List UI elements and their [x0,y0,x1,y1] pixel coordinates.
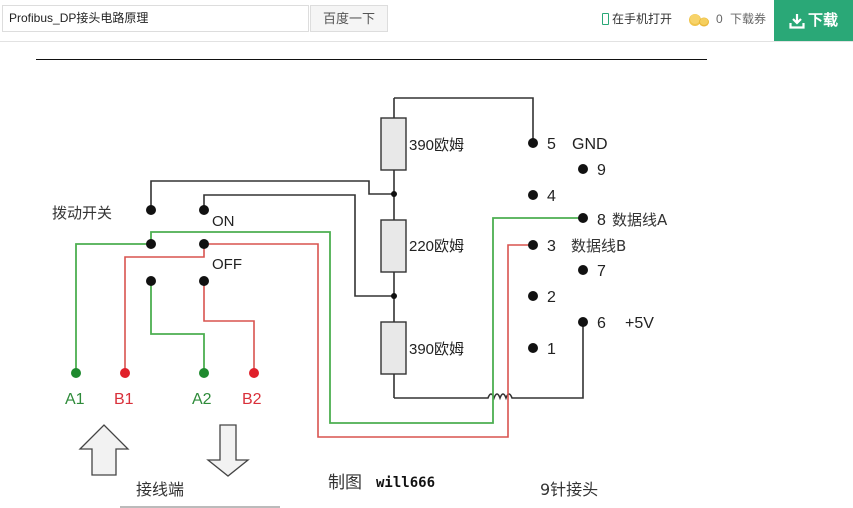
bottom-divider [120,506,280,508]
resistor-label: 390欧姆 [409,341,464,358]
terminal-caption: 接线端 [136,480,184,499]
pin-number: 3 [547,238,556,255]
arrow-down-icon [206,424,250,477]
wire-a1 [75,243,151,372]
pin-number: 6 [597,315,606,332]
phone-icon [602,13,609,25]
arrow-up-icon [78,424,130,476]
terminal-label-a2: A2 [192,391,212,408]
pin-6 [578,317,588,327]
pin-2 [528,291,538,301]
switch-contact [146,205,156,215]
download-button[interactable]: 下载 [774,0,853,41]
wire-b2 [203,281,255,372]
pin-8 [578,213,588,223]
wire-b1 [124,244,205,372]
resistor-390-bottom [380,321,407,375]
pin-number: 5 [547,136,556,153]
switch-label: 拨动开关 [52,204,112,222]
terminal-label-b2: B2 [242,391,262,408]
top-toolbar: Profibus_DP接头电路原理 百度一下 在手机打开 0 下载券 下载 [0,0,853,42]
connector-caption: 9针接头 [540,480,598,499]
pin-1 [528,343,538,353]
off-label: OFF [212,256,242,273]
junction-dot [391,191,397,197]
switch-contact [146,276,156,286]
search-input[interactable]: Profibus_DP接头电路原理 [2,5,309,32]
author-name: will666 [376,475,435,491]
on-label: ON [212,213,235,230]
terminal-b1 [120,368,130,378]
wire-a2 [150,281,205,372]
pin-4 [528,190,538,200]
resistor-390-top [380,117,407,171]
switch-contact [199,239,209,249]
wire-data-a [150,217,583,424]
terminal-label-a1: A1 [65,391,85,408]
author-prefix: 制图 [328,473,362,493]
pin-label: GND [572,136,608,153]
download-label: 下载 [807,12,838,29]
switch-contact [199,276,209,286]
coupon-label: 下载券 [730,12,767,26]
pin-number: 7 [597,263,606,280]
wire-gnd [394,97,534,143]
resistor-label: 220欧姆 [409,238,464,255]
pin-number: 4 [547,188,556,205]
terminal-a1 [71,368,81,378]
terminal-a2 [199,368,209,378]
search-button[interactable]: 百度一下 [310,5,388,32]
download-icon [789,13,805,29]
pin-number: 1 [547,341,556,358]
open-on-phone-link[interactable]: 在手机打开 [602,10,672,28]
junction-dot [391,293,397,299]
coupon-info: 0 下载券 [716,10,766,28]
wire-switch2-top [203,194,394,297]
resistor-220 [380,219,407,273]
switch-contact [199,205,209,215]
wire-5v [394,322,584,401]
open-on-phone-label: 在手机打开 [612,12,673,26]
pin-7 [578,265,588,275]
terminal-b2 [249,368,259,378]
coupon-count: 0 [716,12,723,26]
pin-label: 数据线B [571,237,626,255]
resistor-label: 390欧姆 [409,137,464,154]
pin-label: +5V [625,315,654,332]
pin-3 [528,240,538,250]
pin-9 [578,164,588,174]
pin-number: 9 [597,162,606,179]
wire-data-b [204,243,533,438]
pin-number: 8 [597,212,606,229]
divider-line [36,59,707,60]
terminal-label-b1: B1 [114,391,134,408]
coins-icon [689,14,709,27]
switch-contact [146,239,156,249]
pin-number: 2 [547,289,556,306]
pin-label: 数据线A [612,211,668,229]
pin-5 [528,138,538,148]
wire-switch1-top [150,180,394,210]
